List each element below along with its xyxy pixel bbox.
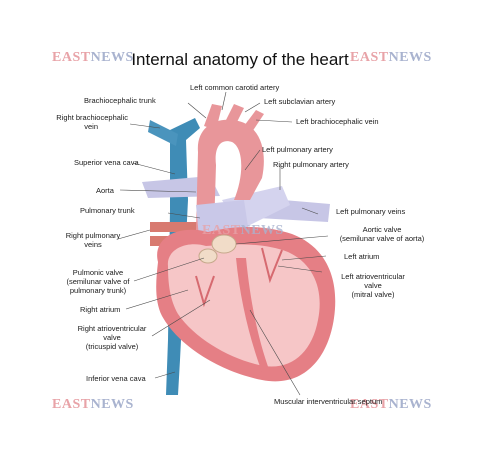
watermark-top-right: EASTNEWS [350,50,432,65]
label-aortic-valve: Aortic valve (semilunar valve of aorta) [339,225,425,243]
label-right-pulmonary-artery: Right pulmonary artery [273,160,349,169]
label-muscular-septum: Muscular interventricular septum [274,397,383,406]
label-left-pulmonary-artery: Left pulmonary artery [262,145,333,154]
aortic-branch-1 [204,104,222,130]
label-superior-vena-cava: Superior vena cava [74,158,139,167]
mitral-valve-shape [261,247,283,284]
aortic-branch-3 [244,110,264,132]
label-left-subclavian-artery: Left subclavian artery [264,97,336,106]
label-left-pulmonary-veins: Left pulmonary veins [336,207,406,216]
aortic-arch [196,119,264,230]
watermark-bottom-left: EASTNEWS [52,397,134,412]
watermark-top-left: EASTNEWS [52,50,134,65]
label-inferior-vena-cava: Inferior vena cava [86,374,146,383]
label-pulmonary-trunk: Pulmonary trunk [80,206,135,215]
diagram-title: Internal anatomy of the heart [131,50,349,69]
label-left-atrium: Left atrium [344,252,380,261]
brachiocephalic-vein [148,120,178,146]
label-pulmonic-valve: Pulmonic valve (semilunar valve of pulmo… [66,268,130,295]
label-right-av-valve: Right atrioventricular valve (tricuspid … [77,324,147,351]
label-left-av-valve: Left atrioventricular valve (mitral valv… [341,272,405,299]
label-right-brachiocephalic-vein: Right brachiocephalic vein [56,113,128,131]
label-aorta: Aorta [96,186,114,195]
label-right-pulmonary-veins: Right pulmonary veins [65,231,121,249]
label-left-brachiocephalic-vein: Left brachiocephalic vein [296,117,379,126]
watermark-center: EASTNEWS [202,223,284,238]
label-brachiocephalic-trunk: Brachiocephalic trunk [84,96,156,105]
label-left-common-carotid-artery: Left common carotid artery [190,83,280,92]
watermark-bottom-right: EASTNEWS [350,397,432,412]
right-pulmonary-artery-branch-1 [150,222,212,232]
label-right-atrium: Right atrium [80,305,121,314]
pulmonic-valve-shape [198,248,218,264]
aortic-branch-2 [226,104,244,124]
leader-lines [117,91,329,396]
